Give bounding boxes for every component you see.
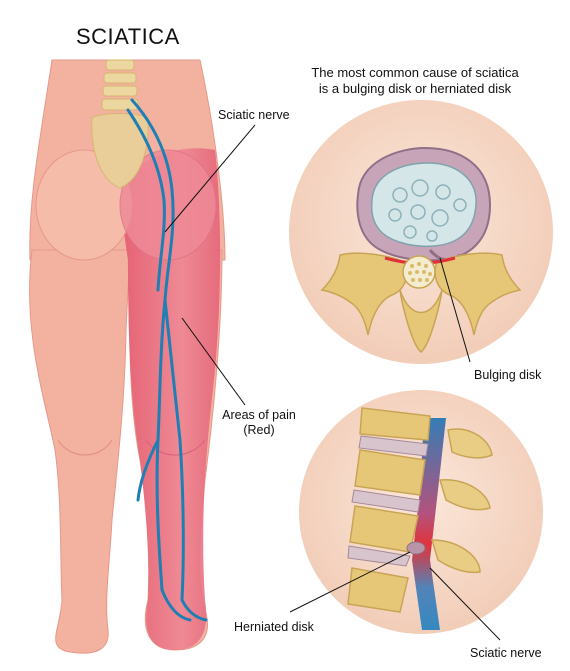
- label-sciatic-nerve-top: Sciatic nerve: [218, 108, 290, 122]
- cause-heading: The most common cause of sciatica is a b…: [290, 65, 540, 97]
- leader-lines: [164, 124, 501, 641]
- herniated-disk-diagram: [299, 390, 543, 634]
- label-areas-of-pain: Areas of pain (Red): [214, 408, 304, 438]
- label-sciatic-nerve-bottom: Sciatic nerve: [470, 646, 542, 660]
- label-areas-of-pain-line-1: Areas of pain: [222, 408, 296, 422]
- sacrum: [91, 113, 149, 189]
- label-areas-of-pain-line-2: (Red): [243, 423, 275, 437]
- cause-heading-line-1: The most common cause of sciatica: [311, 65, 519, 80]
- pain-area: [122, 148, 221, 650]
- label-herniated-disk: Herniated disk: [234, 620, 314, 634]
- bulging-disk-diagram: [289, 100, 553, 364]
- left-leg: [29, 249, 131, 654]
- page-title: SCIATICA: [76, 24, 180, 49]
- label-bulging-disk: Bulging disk: [474, 368, 542, 382]
- cause-heading-line-2: is a bulging disk or herniated disk: [318, 81, 512, 96]
- sciatic-nerve-path: [126, 98, 208, 622]
- body-back-view: [29, 59, 226, 654]
- lumbar-vertebrae: [101, 59, 139, 111]
